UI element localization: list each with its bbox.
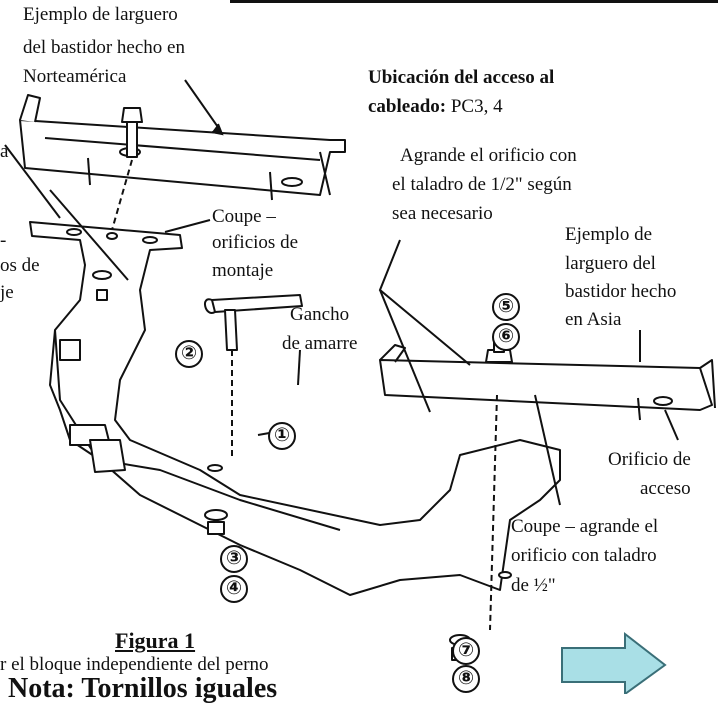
label-asia-rail-2: larguero del [565, 253, 656, 274]
label-coupe-enlarge-3: de ½" [511, 575, 556, 596]
top-border-line [230, 0, 718, 3]
label-enlarge-3: sea necesario [392, 203, 493, 224]
wiring-access-line: cableado: PC3, 4 [368, 96, 503, 117]
direction-arrow [561, 631, 667, 694]
label-asia-rail-1: Ejemplo de [565, 224, 653, 245]
callout-2: ② [175, 340, 203, 368]
wiring-access-title: Ubicación del acceso al [368, 67, 555, 88]
label-coupe-enlarge-1: Coupe – agrande el [511, 516, 659, 537]
callout-8: ⑧ [452, 665, 480, 693]
label-coupe-mount-2: orificios de [212, 232, 299, 253]
callout-3: ③ [220, 545, 248, 573]
callout-1: ① [268, 422, 296, 450]
label-na-rail-3: Norteamérica [23, 66, 127, 87]
label-na-rail-1: Ejemplo de larguero [23, 4, 178, 25]
label-asia-rail-4: en Asia [565, 309, 622, 330]
note-title: Nota: Tornillos iguales [8, 673, 278, 704]
asia-frame-rail [379, 337, 716, 631]
label-na-rail-2: del bastidor hecho en [23, 37, 185, 58]
label-tow-hook-2: de amarre [282, 333, 358, 354]
figure-title: Figura 1 [115, 628, 196, 653]
label-access-hole-2: acceso [640, 478, 691, 499]
north-america-frame-rail [19, 94, 346, 201]
label-coupe-mount-1: Coupe – [212, 206, 276, 227]
callout-4: ④ [220, 575, 248, 603]
na-rail-bolt [111, 107, 143, 231]
left-cut-label-3: os de [0, 255, 40, 276]
label-coupe-enlarge-2: orificio con taladro [511, 545, 657, 566]
label-enlarge-1: Agrande el orificio con [400, 145, 577, 166]
label-enlarge-2: el taladro de 1/2" según [392, 174, 572, 195]
bottom-cut-text: r el bloque independiente del perno [0, 654, 269, 675]
leader-lines [4, 79, 679, 506]
left-cut-label-2: - [0, 230, 7, 251]
callout-7: ⑦ [452, 637, 480, 665]
label-coupe-mount-3: montaje [212, 260, 274, 281]
label-access-hole-1: Orificio de [608, 449, 691, 470]
label-asia-rail-3: bastidor hecho [565, 281, 677, 302]
left-cut-label-1: a [0, 141, 9, 162]
hitch-body [29, 221, 561, 596]
tow-hook-part [204, 294, 303, 460]
label-tow-hook-1: Gancho [290, 304, 350, 325]
callout-5: ⑤ [492, 293, 520, 321]
left-cut-label-4: je [0, 282, 14, 303]
callout-6: ⑥ [492, 323, 520, 351]
